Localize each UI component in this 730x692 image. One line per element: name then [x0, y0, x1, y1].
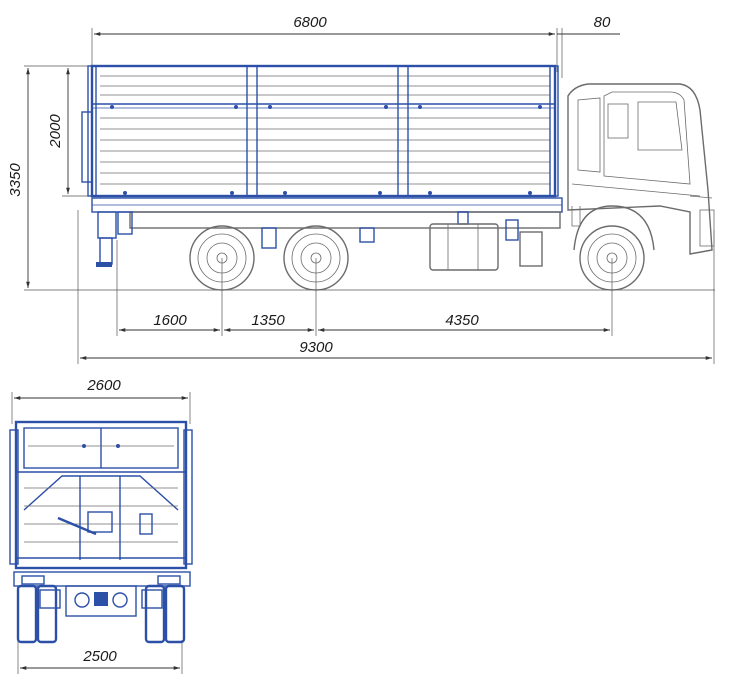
dim-total-length-label: 9300 [299, 339, 333, 356]
dim-body-width-label: 2600 [86, 377, 121, 394]
dim-rear-overhang-label: 1600 [153, 312, 187, 329]
rear-wheels-right [144, 584, 186, 644]
dim-body-length-label: 6800 [293, 14, 327, 31]
extension-lines [24, 28, 715, 364]
cab [567, 83, 715, 255]
fuel-tank [429, 223, 543, 271]
rear-chassis [13, 571, 191, 617]
dimension-lines [26, 32, 712, 360]
rear-wheel-2 [283, 225, 349, 291]
cargo-body [81, 64, 559, 198]
side-view: 6800 80 2000 3350 1600 1350 4350 9300 [7, 14, 715, 364]
dim-wheelbase-label: 4350 [445, 312, 479, 329]
front-wheel [573, 205, 655, 291]
dim-axle-spacing-label: 1350 [251, 312, 285, 329]
dim-gap-label: 80 [594, 14, 611, 31]
dim-total-height-label: 3350 [7, 163, 24, 197]
rear-wheels-left [16, 584, 58, 644]
rear-wheel-1 [189, 225, 255, 291]
dim-track-width-label: 2500 [82, 648, 117, 665]
chassis-frame [91, 197, 563, 267]
rear-tailgate [9, 420, 193, 570]
rear-view: 2600 2500 [9, 377, 193, 674]
dim-body-height-label: 2000 [47, 114, 64, 149]
